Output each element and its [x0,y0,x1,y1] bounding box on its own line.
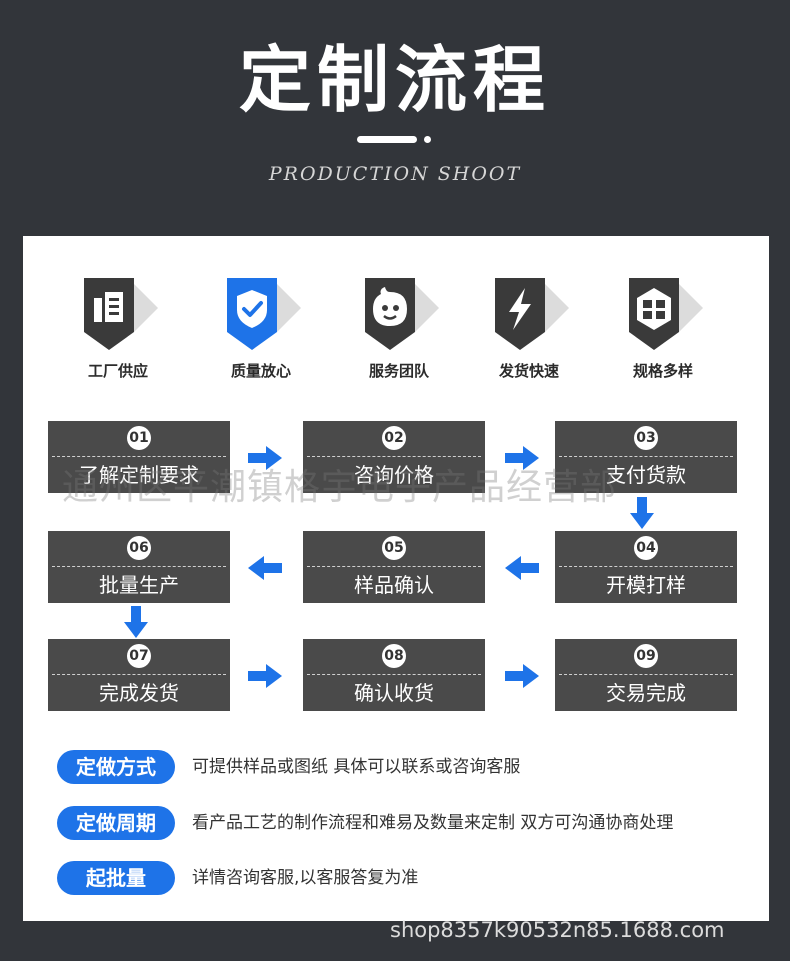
feature-shipping: 发货快速 [464,278,594,381]
step-number: 07 [127,644,151,668]
feature-factory: 工厂供应 [53,278,183,381]
step-number: 02 [382,426,406,450]
feature-service: 服务团队 [334,278,464,381]
step-05: 05 样品确认 [303,531,485,603]
step-09: 09 交易完成 [555,639,737,711]
building-icon [84,278,158,350]
step-number: 01 [127,426,151,450]
step-label: 批量生产 [99,573,179,597]
watermark-text: 通州区平潮镇格宇电子产品经营部 [62,467,618,508]
step-divider [307,674,481,675]
step-label: 交易完成 [606,681,686,705]
step-number: 05 [382,536,406,560]
step-02: 02 咨询价格 [303,421,485,493]
info-text-cycle: 看产品工艺的制作流程和难易及数量来定制 双方可沟通协商处理 [192,813,674,833]
step-divider [559,674,733,675]
feature-variety: 规格多样 [598,278,728,381]
info-badge-moq: 起批量 [57,861,175,895]
step-divider [307,566,481,567]
shield-check-icon [227,278,301,350]
info-text-method: 可提供样品或图纸 具体可以联系或咨询客服 [192,757,521,777]
step-number: 06 [127,536,151,560]
cube-grid-icon [629,278,703,350]
step-divider [52,456,226,457]
step-label: 完成发货 [99,681,179,705]
info-text-moq: 详情咨询客服,以客服答复为准 [192,868,419,888]
feature-label-variety: 规格多样 [632,362,693,380]
feature-label-service: 服务团队 [368,362,429,380]
page-subtitle: PRODUCTION SHOOT [268,163,522,185]
arrow-right-icon [505,446,539,470]
step-divider [559,456,733,457]
title-underline [357,136,417,143]
step-04: 04 开模打样 [555,531,737,603]
feature-label-quality: 质量放心 [230,362,291,380]
page-title: 定制流程 [238,38,551,122]
step-number: 04 [634,536,658,560]
step-03: 03 支付货款 [555,421,737,493]
feature-label-factory: 工厂供应 [87,362,148,380]
arrow-down-icon [630,497,654,529]
step-number: 09 [634,644,658,668]
arrow-left-icon [505,556,539,580]
step-label: 确认收货 [354,681,434,705]
step-06: 06 批量生产 [48,531,230,603]
lightning-icon [495,278,569,350]
feature-label-shipping: 发货快速 [498,362,559,380]
arrow-down-icon [124,606,148,638]
step-divider [307,456,481,457]
arrow-right-icon [248,664,282,688]
step-divider [559,566,733,567]
step-divider [52,674,226,675]
step-label: 咨询价格 [354,463,434,487]
info-badge-cycle: 定做周期 [57,806,175,840]
step-label: 了解定制要求 [79,463,199,487]
info-badge-method: 定做方式 [57,750,175,784]
step-label: 支付货款 [606,463,686,487]
step-label: 开模打样 [606,573,686,597]
arrow-right-icon [505,664,539,688]
step-07: 07 完成发货 [48,639,230,711]
step-number: 03 [634,426,658,450]
step-divider [52,566,226,567]
smile-face-icon [365,278,439,350]
arrow-left-icon [248,556,282,580]
feature-quality: 质量放心 [196,278,326,381]
shop-url: shop8357k90532n85.1688.com [390,918,725,942]
title-dot [424,136,431,143]
step-number: 08 [382,644,406,668]
arrow-right-icon [248,446,282,470]
step-label: 样品确认 [354,573,434,597]
step-01: 01 了解定制要求 [48,421,230,493]
step-08: 08 确认收货 [303,639,485,711]
